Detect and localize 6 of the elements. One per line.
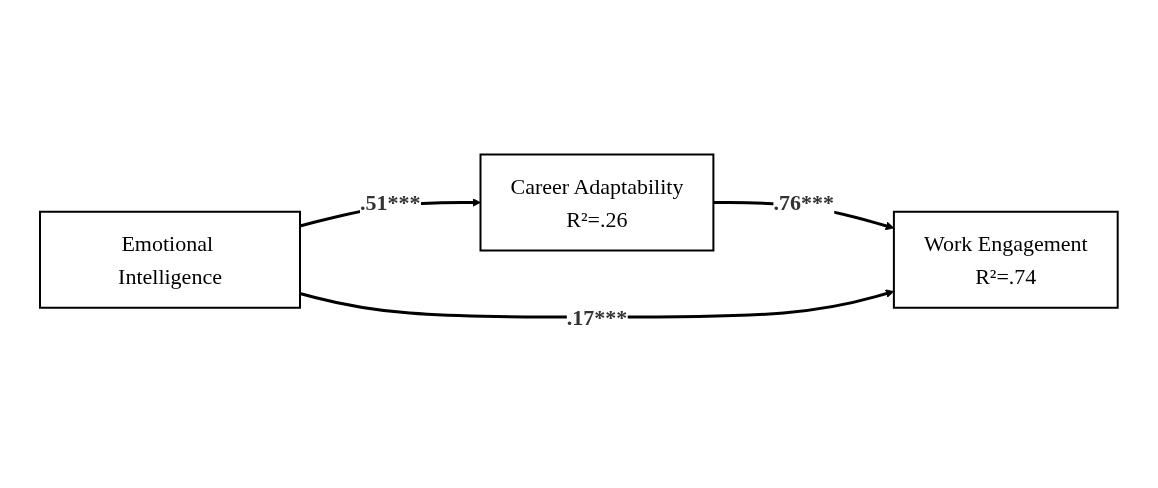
node-box: Career Adaptability R²=.26 [479,153,715,252]
edge-label: .51*** [360,190,421,215]
edge-label: .17*** [566,304,628,330]
node-box: Emotional Intelligence [39,210,302,309]
node-box: Work Engagement R²=.74 [893,210,1119,309]
edge-label: .76*** [773,190,835,215]
